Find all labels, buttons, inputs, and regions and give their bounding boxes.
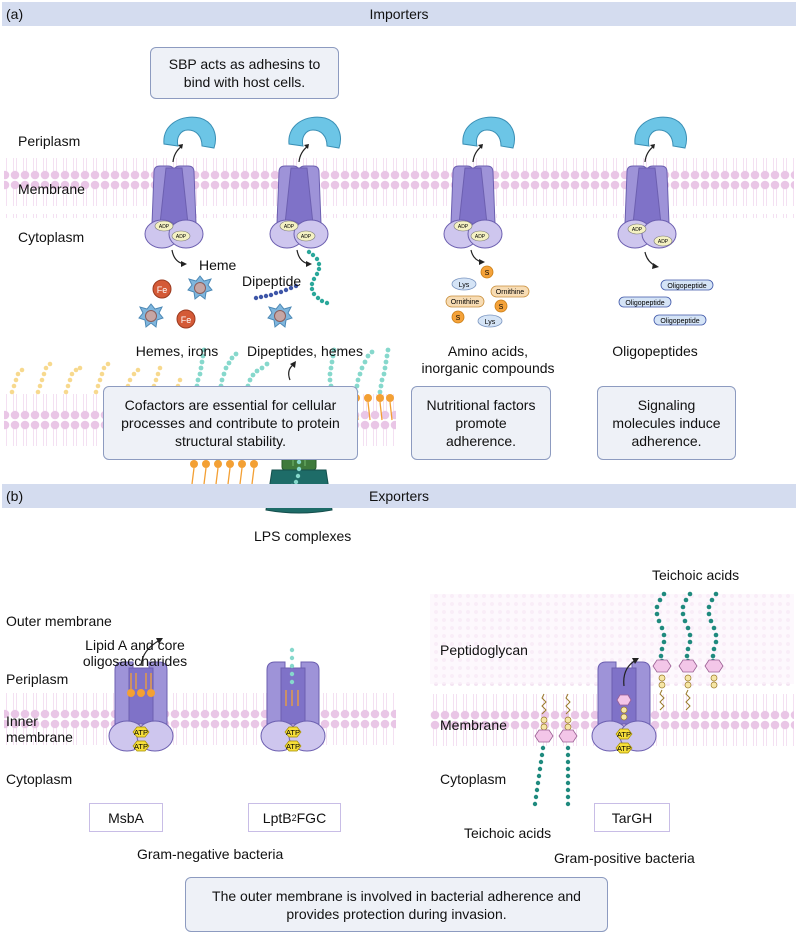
svg-text:ADP: ADP: [475, 234, 486, 240]
svg-text:Lys: Lys: [459, 282, 470, 289]
heme-icon-3: [267, 303, 293, 328]
panel-b-title: Exporters: [369, 488, 429, 504]
membrane-label: Membrane: [18, 181, 85, 197]
panel-a-header: (a) Importers: [2, 2, 796, 26]
dipeptide-label: Dipeptide: [242, 273, 302, 289]
svg-text:ADP: ADP: [658, 239, 669, 245]
atp-labels: ATP ATP ATP ATP: [132, 726, 302, 752]
svg-text:ADP: ADP: [301, 234, 312, 240]
svg-text:ATP: ATP: [134, 742, 148, 751]
gram-negative-label: Gram-negative bacteria: [137, 846, 284, 862]
heme-icon-2: [138, 303, 164, 328]
heme-label: Heme: [199, 257, 237, 273]
teichoic-acids-bottom-label: Teichoic acids: [464, 825, 552, 841]
adp-labels: ADP ADP ADP ADP ADP ADP ADP ADP: [154, 220, 673, 247]
oligopeptides: Oligopeptide Oligopeptide Oligopeptide: [618, 279, 714, 326]
signaling-note: Signaling molecules induce adherence.: [597, 386, 736, 460]
svg-text:ATP: ATP: [617, 744, 631, 753]
svg-text:ATP: ATP: [617, 730, 631, 739]
svg-text:S: S: [485, 270, 490, 277]
amino-acid-lys: Lys Lys: [451, 277, 503, 328]
nutritional-note: Nutritional factors promote adherence.: [411, 386, 551, 460]
svg-text:Fe: Fe: [157, 285, 168, 295]
caption-inorganic: inorganic compounds: [421, 360, 555, 376]
peptidoglycan-label: Peptidoglycan: [440, 642, 528, 658]
svg-text:S: S: [499, 304, 504, 311]
sbp-3: [462, 116, 515, 149]
svg-text:Oligopeptide: Oligopeptide: [625, 300, 664, 307]
amino-acid-ornithine: Ornithine Ornithine: [445, 285, 530, 308]
panel-a-label: (a): [6, 6, 24, 22]
outer-membrane-note: The outer membrane is involved in bacter…: [185, 877, 608, 932]
teichoic-acid-chains-bottom: [532, 745, 571, 807]
svg-text:Ornithine: Ornithine: [451, 299, 480, 306]
svg-text:Oligopeptide: Oligopeptide: [667, 283, 706, 290]
targh-atp: ATP ATP: [615, 728, 633, 754]
cytoplasm-label: Cytoplasm: [18, 229, 85, 245]
periplasm-label: Periplasm: [18, 133, 81, 149]
teichoic-anchors-top: [652, 659, 724, 711]
teichoic-acids-top-label: Teichoic acids: [652, 567, 740, 583]
inner-membrane-label-1: Inner: [6, 713, 38, 729]
svg-text:ADP: ADP: [632, 227, 643, 233]
sbp-note: SBP acts as adhesins to bind with host c…: [150, 47, 339, 99]
svg-text:ADP: ADP: [284, 224, 295, 230]
caption-oligopeptides: Oligopeptides: [612, 343, 698, 359]
cofactors-note: Cofactors are essential for cellular pro…: [103, 386, 358, 460]
periplasm-b-label: Periplasm: [6, 671, 69, 687]
caption-dipeptides-hemes: Dipeptides, hemes: [247, 343, 363, 359]
membrane-b-right-label: Membrane: [440, 717, 507, 733]
lps-complexes-label: LPS complexes: [254, 528, 352, 544]
panel-a-title: Importers: [369, 6, 429, 22]
svg-text:ATP: ATP: [286, 742, 300, 751]
sbp-4: [634, 116, 687, 149]
caption-amino-acids: Amino acids,: [447, 343, 529, 359]
lipid-a-label-1: Lipid A and core: [85, 637, 185, 653]
sbp-1: [163, 116, 216, 149]
svg-text:ADP: ADP: [458, 224, 469, 230]
gram-positive-label: Gram-positive bacteria: [554, 850, 695, 866]
svg-text:Lys: Lys: [485, 319, 496, 326]
fe-1: Fe: [152, 279, 172, 299]
msba-inner-lipid: [127, 673, 155, 697]
svg-text:Oligopeptide: Oligopeptide: [660, 318, 699, 325]
svg-text:ADP: ADP: [159, 224, 170, 230]
abc-importer-4: [617, 165, 677, 249]
heme-icon-1: [187, 275, 213, 300]
caption-hemes-irons: Hemes, irons: [135, 343, 219, 359]
panel-b-header: (b) Exporters: [2, 484, 796, 508]
cytoplasm-b-left-label: Cytoplasm: [6, 771, 73, 787]
targh-cargo: [616, 694, 632, 721]
lipoteichoic-acids: [534, 693, 578, 743]
svg-text:S: S: [456, 315, 461, 322]
fe-2: Fe: [176, 309, 196, 329]
inner-membrane-label-2: membrane: [6, 729, 73, 745]
outer-membrane-label: Outer membrane: [6, 613, 112, 629]
svg-text:ATP: ATP: [134, 728, 148, 737]
sbp-2: [288, 116, 341, 149]
targh-label: TarGH: [594, 803, 670, 832]
svg-text:ATP: ATP: [286, 728, 300, 737]
msba-transporter: [108, 661, 174, 752]
svg-text:ADP: ADP: [176, 234, 187, 240]
periplasm-lipid-heads: [190, 460, 258, 468]
msba-label: MsbA: [89, 803, 163, 832]
svg-text:Ornithine: Ornithine: [496, 289, 525, 296]
lipid-a-label-2: oligosaccharides: [82, 653, 188, 669]
dipeptide-chain-teal: [306, 249, 330, 306]
svg-text:Fe: Fe: [181, 315, 192, 325]
cytoplasm-b-right-label: Cytoplasm: [440, 771, 507, 787]
lpt-inner-chain: [289, 647, 295, 685]
inner-membrane: [4, 689, 396, 745]
membrane-a: [4, 158, 794, 218]
dipeptide-chain-blue: [253, 283, 299, 301]
panel-b-label: (b): [6, 488, 24, 504]
amino-acid-s: S S S: [451, 265, 508, 324]
